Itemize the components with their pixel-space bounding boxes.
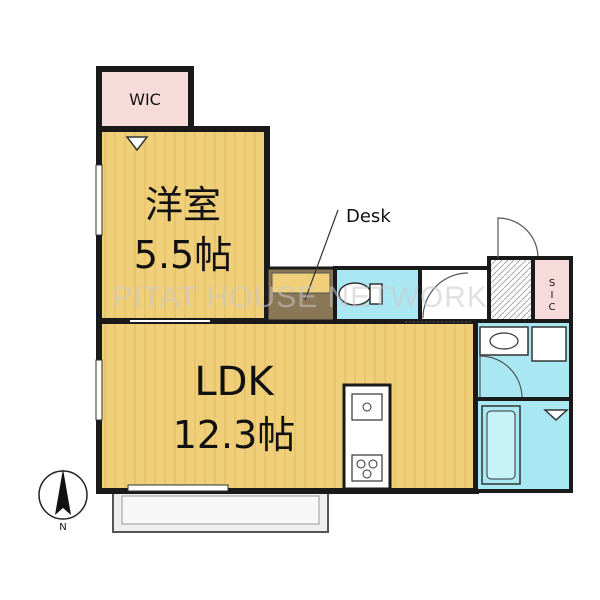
window	[95, 359, 103, 421]
window	[127, 484, 229, 492]
desk-label: Desk	[346, 206, 391, 227]
watermark: PITAT HOUSE NETWORK	[112, 281, 488, 314]
sink	[351, 393, 383, 421]
stove	[351, 454, 383, 482]
north-label: N	[59, 522, 66, 533]
hallway	[418, 266, 491, 323]
ldk-room	[96, 318, 479, 494]
sic-label-s: S	[549, 278, 555, 289]
compass: N	[38, 469, 88, 533]
sic-label-c: C	[549, 302, 556, 313]
western-room-size: 5.5帖	[134, 233, 232, 277]
washer-space	[531, 326, 567, 362]
entrance	[487, 256, 535, 323]
window	[95, 164, 103, 236]
western-room-name: 洋室	[145, 183, 221, 227]
desk-pointer	[304, 209, 339, 301]
wic-label: WIC	[129, 90, 161, 109]
ldk-name: LDK	[194, 359, 275, 405]
sic-label-i: I	[551, 290, 554, 301]
ldk-size: 12.3帖	[173, 413, 296, 457]
